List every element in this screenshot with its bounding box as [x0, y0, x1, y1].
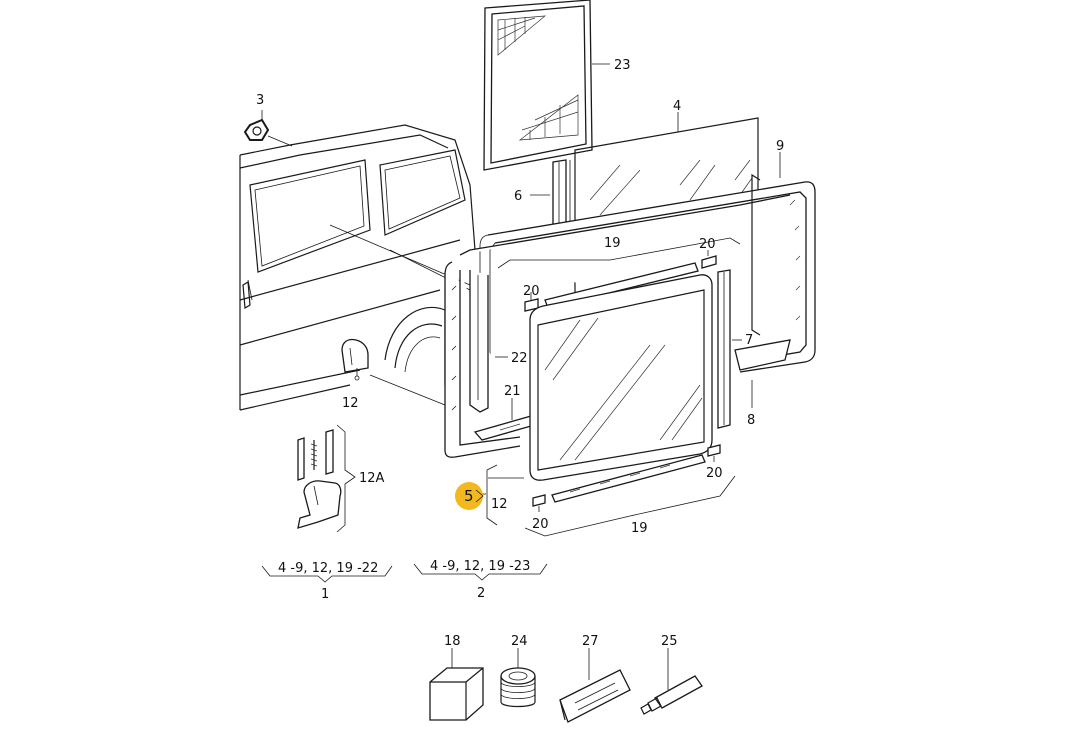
parts-set-12a — [297, 429, 342, 529]
label-9: 9 — [776, 139, 784, 154]
accessory-18-box — [429, 648, 484, 721]
bottom-guide-rail — [551, 454, 706, 503]
door-cap-12 — [341, 338, 369, 381]
bracket-19-bottom — [524, 475, 736, 537]
label-19-bottom: 19 — [631, 521, 648, 536]
bracket-5-12 — [486, 464, 498, 526]
label-12a: 12A — [359, 471, 385, 486]
label-12-cap: 12 — [342, 396, 359, 411]
label-21: 21 — [504, 384, 521, 399]
label-18: 18 — [444, 634, 461, 649]
label-27: 27 — [582, 634, 599, 649]
label-20-b: 20 — [523, 284, 540, 299]
accessory-27-tape — [559, 648, 631, 723]
kit-2-brace — [413, 563, 548, 581]
label-20-a: 20 — [699, 237, 716, 252]
label-3: 3 — [256, 93, 264, 108]
kit-1: 4 -9, 12, 19 -22 1 — [261, 561, 393, 602]
label-19-top: 19 — [604, 236, 621, 251]
bracket-12a — [336, 424, 356, 533]
clip-20-a — [701, 250, 717, 269]
label-23: 23 — [614, 58, 631, 73]
bracket-19-top — [497, 237, 741, 269]
label-7: 7 — [745, 333, 753, 348]
kit-2-number: 2 — [477, 586, 485, 601]
mesh-screen — [483, 0, 593, 171]
label-12-side: 12 — [491, 497, 508, 512]
kit-2: 4 -9, 12, 19 -23 2 — [413, 559, 548, 601]
label-20-d: 20 — [532, 517, 549, 532]
nut-part — [243, 110, 293, 147]
kit-2-range: 4 -9, 12, 19 -23 — [430, 559, 530, 574]
highlight-marker-5[interactable]: 5 — [455, 482, 484, 510]
van-body — [239, 124, 476, 411]
kit-1-number: 1 — [321, 587, 329, 602]
label-25: 25 — [661, 634, 678, 649]
label-6: 6 — [514, 189, 522, 204]
clip-20-d — [532, 494, 546, 512]
label-20-c: 20 — [706, 466, 723, 481]
sliding-glass-pane — [529, 274, 713, 481]
label-8: 8 — [747, 413, 755, 428]
kit-1-range: 4 -9, 12, 19 -22 — [278, 561, 378, 576]
label-24: 24 — [511, 634, 528, 649]
label-22: 22 — [511, 351, 528, 366]
rubber-seal-22 — [469, 270, 489, 413]
clip-20-c — [707, 444, 721, 462]
accessory-25-tube — [640, 648, 703, 715]
side-guide-rail — [717, 269, 731, 429]
kit-1-brace — [261, 565, 393, 583]
accessory-24-roll — [500, 648, 536, 708]
label-4: 4 — [673, 99, 681, 114]
label-5: 5 — [464, 487, 474, 505]
